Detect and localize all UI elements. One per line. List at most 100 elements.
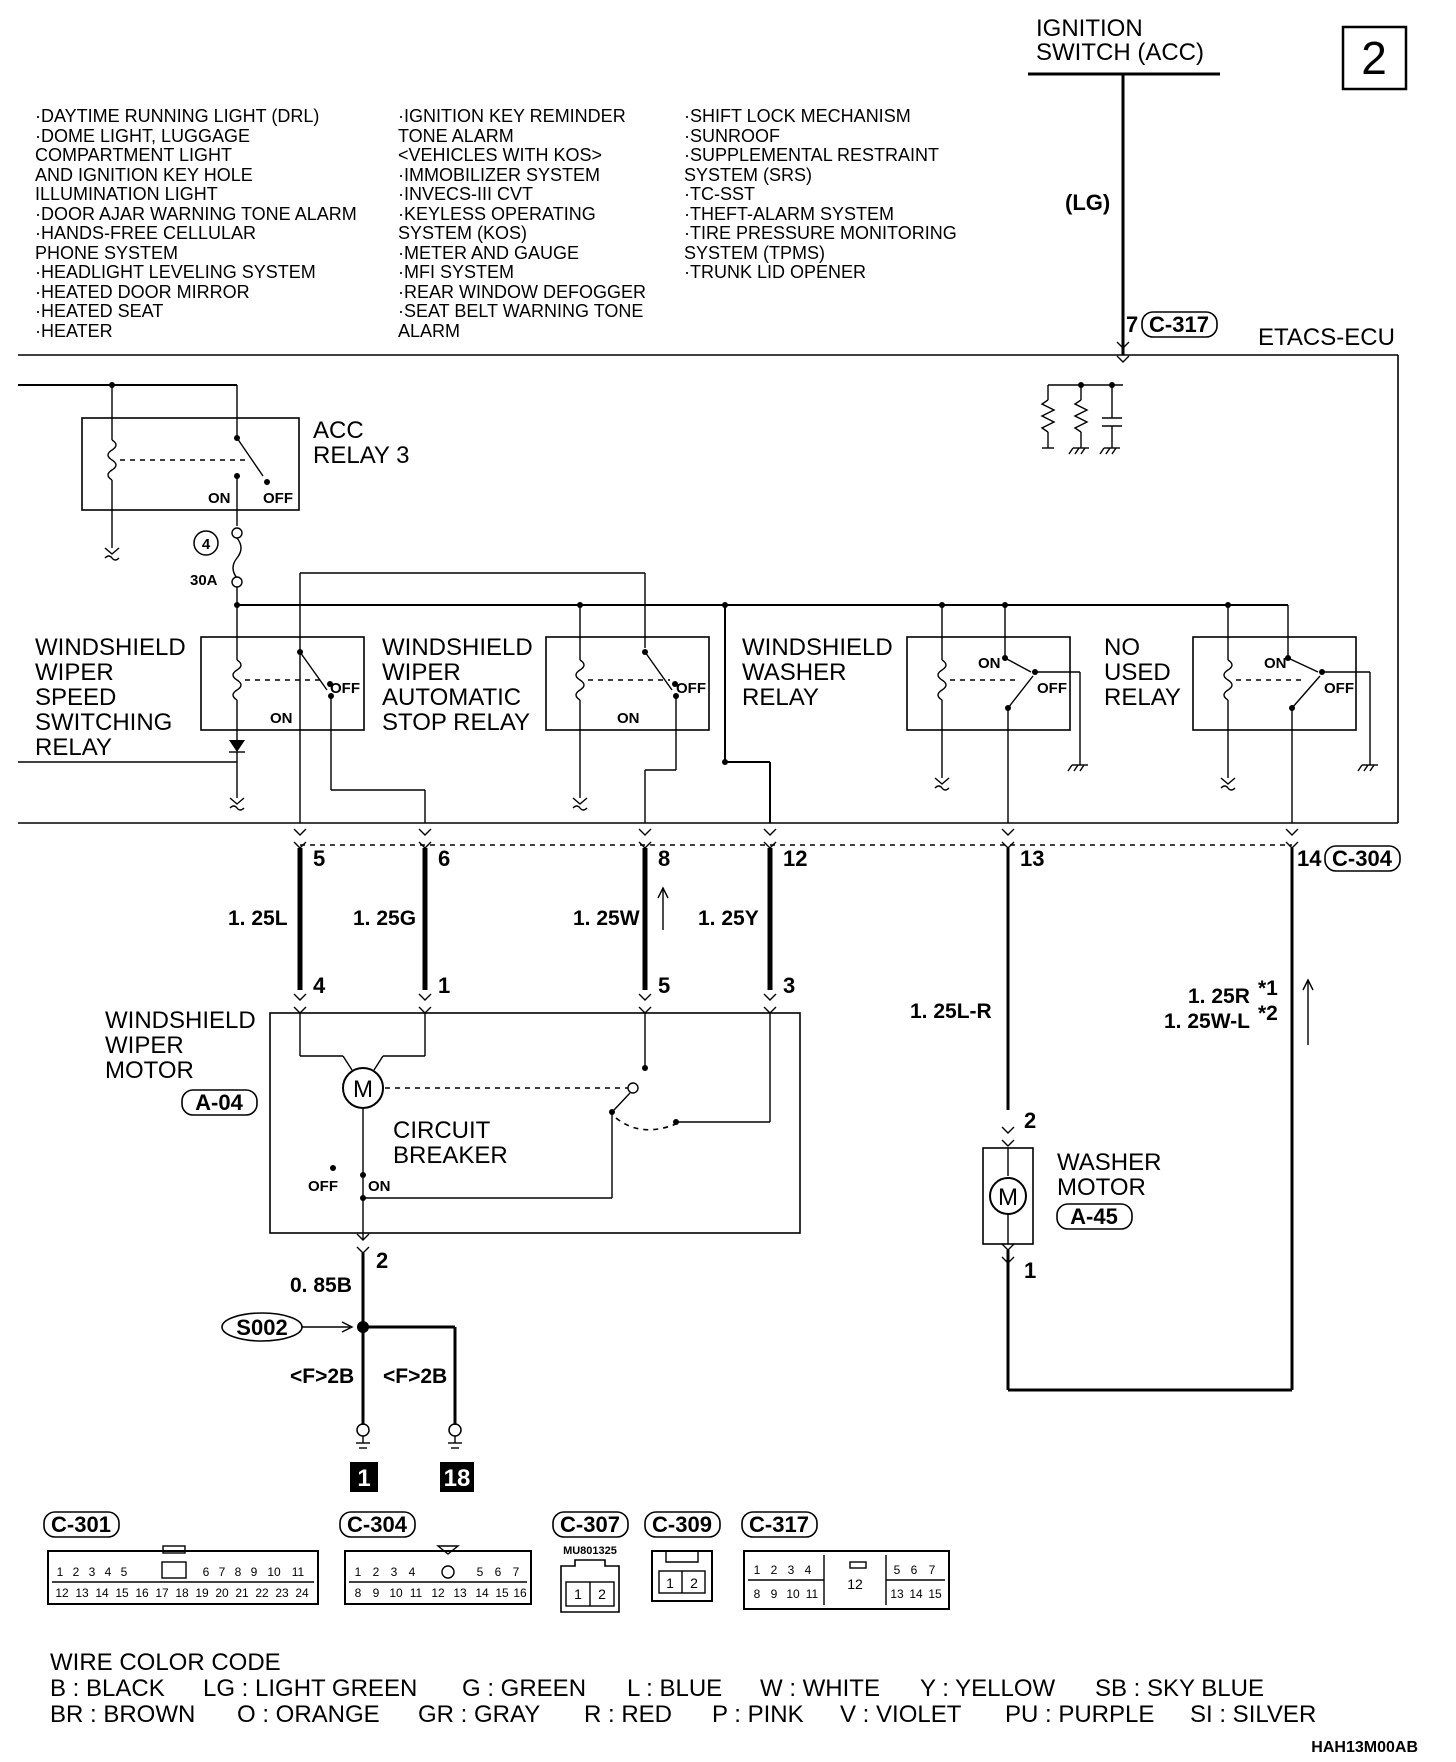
svg-text:9: 9 <box>771 1587 778 1601</box>
svg-text:1. 25Y: 1. 25Y <box>698 907 759 930</box>
svg-text:·DAYTIME RUNNING LIGHT (DRL): ·DAYTIME RUNNING LIGHT (DRL) <box>35 106 319 126</box>
svg-text:WINDSHIELD: WINDSHIELD <box>35 634 186 661</box>
svg-text:1: 1 <box>574 1586 582 1602</box>
connector-c317-label: C-317 <box>1149 312 1209 337</box>
svg-text:·IGNITION KEY REMINDER: ·IGNITION KEY REMINDER <box>398 106 626 126</box>
page-number-box <box>1341 25 1408 91</box>
svg-text:*2: *2 <box>1258 1002 1278 1025</box>
svg-text:3: 3 <box>89 1565 96 1579</box>
svg-text:15: 15 <box>115 1586 129 1600</box>
svg-text:9: 9 <box>373 1586 380 1600</box>
svg-text:12: 12 <box>847 1576 863 1592</box>
auto-stop-relay-label: WINDSHIELD WIPER AUTOMATIC STOP RELAY <box>382 634 533 736</box>
ground-point-1: 1 <box>357 1465 370 1492</box>
svg-text:14: 14 <box>1297 846 1322 871</box>
svg-text:MU801325: MU801325 <box>563 1545 617 1557</box>
svg-text:7: 7 <box>219 1565 226 1579</box>
svg-text:18: 18 <box>175 1586 189 1600</box>
svg-text:5: 5 <box>477 1565 484 1579</box>
svg-text:11: 11 <box>806 1587 819 1601</box>
svg-text:4: 4 <box>105 1565 112 1579</box>
ignition-switch-label-2: SWITCH (ACC) <box>1036 39 1204 66</box>
svg-text:C-301: C-301 <box>51 1512 111 1537</box>
svg-text:1: 1 <box>666 1575 674 1591</box>
svg-text:23: 23 <box>275 1586 289 1600</box>
svg-text:C-317: C-317 <box>749 1512 809 1537</box>
svg-text:COMPARTMENT LIGHT: COMPARTMENT LIGHT <box>35 145 232 165</box>
svg-text:10: 10 <box>389 1586 403 1600</box>
wiper-motor-label: WINDSHIELD WIPER MOTOR <box>105 1007 256 1084</box>
speed-relay-label: WINDSHIELD WIPER SPEED SWITCHING RELAY <box>35 634 186 761</box>
svg-text:R : RED: R : RED <box>584 1701 672 1728</box>
svg-text:11: 11 <box>292 1565 305 1579</box>
svg-text:8: 8 <box>658 846 670 871</box>
fuse-number: 4 <box>202 536 211 553</box>
wiper-auto-stop-relay <box>545 605 710 823</box>
svg-text:4: 4 <box>313 973 326 998</box>
signal-direction-arrows <box>657 886 1314 1045</box>
systems-list-col2: ·IGNITION KEY REMINDER TONE ALARM <VEHIC… <box>398 106 646 341</box>
svg-text:12: 12 <box>431 1586 445 1600</box>
wire-colors: 1. 25L 1. 25G 1. 25W 1. 25Y 1. 25L-R 1. … <box>228 907 1278 1033</box>
svg-text:·TRUNK LID OPENER: ·TRUNK LID OPENER <box>684 262 866 282</box>
svg-text:19: 19 <box>195 1586 209 1600</box>
svg-text:2: 2 <box>598 1586 606 1602</box>
harness-wires <box>297 848 1294 1390</box>
svg-text:G : GREEN: G : GREEN <box>462 1675 586 1702</box>
acc-relay-3 <box>18 382 300 605</box>
svg-text:5: 5 <box>121 1565 128 1579</box>
speed-relay-off: OFF <box>330 680 360 697</box>
svg-text:<VEHICLES WITH KOS>: <VEHICLES WITH KOS> <box>398 145 602 165</box>
ground-point-18: 18 <box>444 1465 471 1492</box>
svg-text:·INVECS-III CVT: ·INVECS-III CVT <box>398 184 533 204</box>
no-used-relay <box>1192 605 1379 823</box>
svg-text:13: 13 <box>1020 846 1044 871</box>
svg-text:10: 10 <box>267 1565 281 1579</box>
connector-c304: C-304 1 2 3 4 5 6 7 8 9 10 11 12 13 14 1… <box>339 1511 532 1605</box>
svg-text:5: 5 <box>658 973 670 998</box>
connector-c301: C-301 1 2 3 4 5 6 7 8 9 10 11 12 13 14 1… <box>43 1511 319 1605</box>
svg-text:SYSTEM (SRS): SYSTEM (SRS) <box>684 165 812 185</box>
svg-text:5: 5 <box>894 1563 901 1577</box>
ignition-wire-color: (LG) <box>1065 190 1110 215</box>
svg-text:WIPER: WIPER <box>105 1032 184 1059</box>
circuit-breaker-label-1: CIRCUIT <box>393 1117 491 1144</box>
svg-text:·REAR WINDOW DEFOGGER: ·REAR WINDOW DEFOGGER <box>398 282 646 302</box>
svg-text:16: 16 <box>135 1586 149 1600</box>
svg-text:·HANDS-FREE CELLULAR: ·HANDS-FREE CELLULAR <box>35 223 256 243</box>
svg-text:1: 1 <box>754 1563 761 1577</box>
svg-text:ALARM: ALARM <box>398 321 460 341</box>
wire-color-code-row2: BR : BROWN O : ORANGE GR : GRAY R : RED … <box>50 1701 1316 1728</box>
svg-text:3: 3 <box>788 1563 795 1577</box>
svg-text:PU : PURPLE: PU : PURPLE <box>1005 1701 1154 1728</box>
fuse-rating: 30A <box>190 572 218 589</box>
washer-motor: M <box>982 1126 1292 1392</box>
svg-text:LG : LIGHT GREEN: LG : LIGHT GREEN <box>203 1675 417 1702</box>
svg-text:1: 1 <box>355 1565 362 1579</box>
acc-relay-off: OFF <box>263 490 293 507</box>
svg-text:20: 20 <box>215 1586 229 1600</box>
svg-text:·HEATER: ·HEATER <box>35 321 113 341</box>
svg-text:·SHIFT LOCK MECHANISM: ·SHIFT LOCK MECHANISM <box>684 106 911 126</box>
ignition-switch-label-1: IGNITION <box>1036 15 1143 42</box>
ground-wire-color: 0. 85B <box>290 1274 352 1297</box>
connector-c317: C-317 1 2 3 4 5 6 7 8 9 10 11 13 14 15 1… <box>741 1511 950 1610</box>
no-used-relay-on: ON <box>1264 655 1287 672</box>
svg-text:1. 25W-L: 1. 25W-L <box>1164 1010 1250 1033</box>
svg-text:1: 1 <box>438 973 450 998</box>
wiper-motor-on: ON <box>368 1178 391 1195</box>
svg-text:2: 2 <box>690 1575 698 1591</box>
svg-text:C-309: C-309 <box>652 1512 712 1537</box>
svg-text:5: 5 <box>313 846 325 871</box>
systems-list-col3: ·SHIFT LOCK MECHANISM ·SUNROOF ·SUPPLEME… <box>684 106 957 282</box>
auto-stop-relay-off: OFF <box>676 680 706 697</box>
svg-text:SYSTEM (TPMS): SYSTEM (TPMS) <box>684 243 825 263</box>
svg-text:WINDSHIELD: WINDSHIELD <box>105 1007 256 1034</box>
ground-symbols <box>356 1423 462 1449</box>
svg-text:16: 16 <box>513 1586 527 1600</box>
svg-text:14: 14 <box>475 1586 489 1600</box>
etacs-ecu-box <box>18 354 1399 824</box>
svg-text:·SEAT BELT WARNING TONE: ·SEAT BELT WARNING TONE <box>398 301 643 321</box>
wiper-motor-internals: M <box>299 1013 771 1240</box>
ecu-pin-7: 7 <box>1126 312 1138 337</box>
